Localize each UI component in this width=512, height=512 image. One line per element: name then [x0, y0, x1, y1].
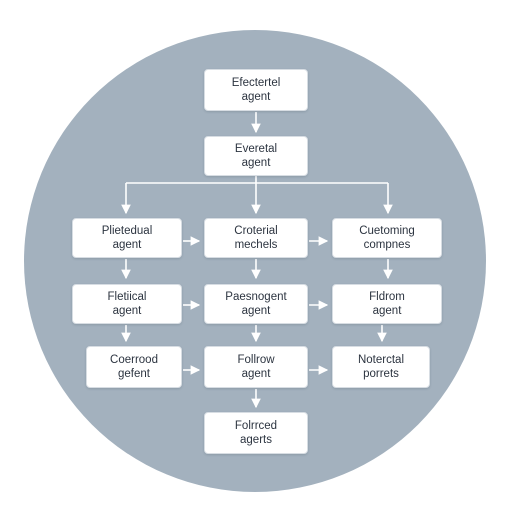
node-row1-right: Cuetoming compnes [332, 218, 442, 258]
node-row1-center: Croterial mechels [204, 218, 308, 258]
node-top-agent: Efectertel agent [204, 69, 308, 111]
node-bottom-agents: Folrrced agerts [204, 412, 308, 454]
node-row2-left: Fletiical agent [72, 284, 182, 324]
node-row3-right: Noterctal porrets [332, 346, 430, 388]
node-row1-left: Plietedual agent [72, 218, 182, 258]
node-row2-right: Fldrom agent [332, 284, 442, 324]
node-row2-center: Paesnogent agent [204, 284, 308, 324]
node-row3-left: Coerrood gefent [86, 346, 182, 388]
node-row3-center: Follrow agent [204, 346, 308, 388]
node-second-agent: Everetal agent [204, 136, 308, 176]
